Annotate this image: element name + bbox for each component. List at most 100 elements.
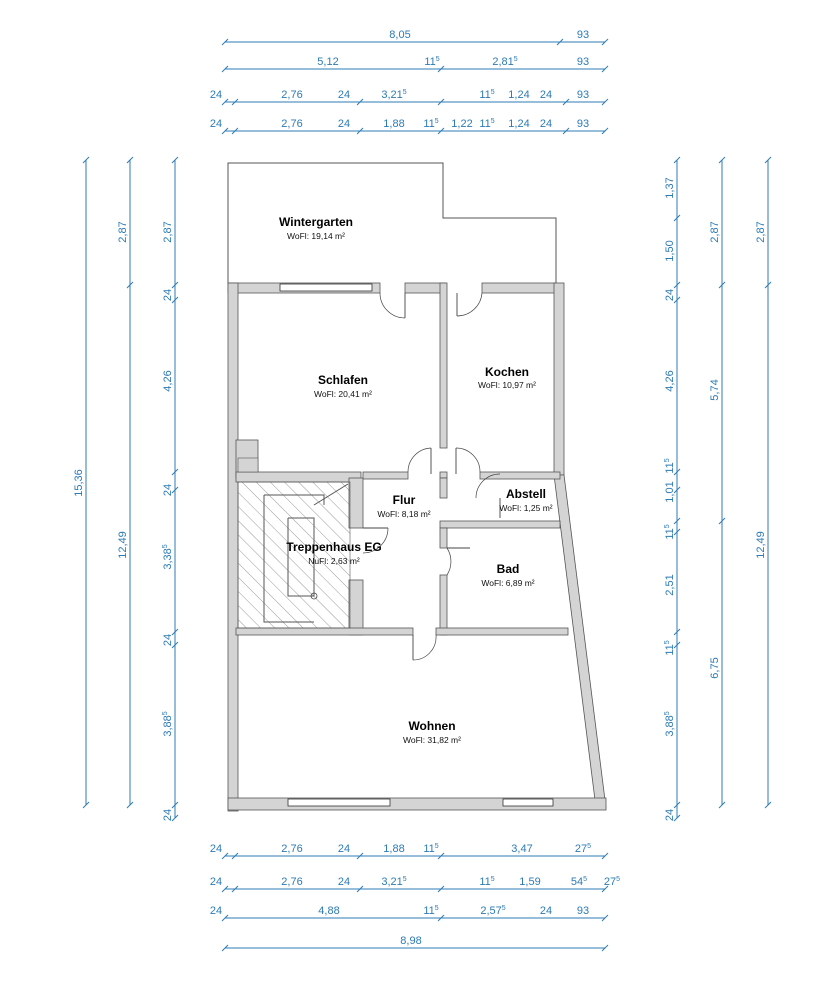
bottom_row3-label-4: 24 [540,905,552,917]
top_row2-label-2: 2,815 [492,56,517,68]
room-abstell-name: Abstell [506,487,546,501]
room-schlafen-area: WoFl: 20,41 m² [314,389,372,399]
right_col3-label-1: 12,49 [755,531,767,559]
bottom_row2-tick-4 [601,885,609,893]
right_col1-tick-0 [673,156,681,164]
top_row3-tick-2 [356,98,364,106]
room-kochen-name: Kochen [485,365,529,379]
right_col3-tick-2 [764,801,772,809]
bottom_row1-tick-1 [231,852,239,860]
bottom_row3-label-5: 93 [577,905,589,917]
right_col2-label-1: 5,74 [709,379,721,400]
bottom_row1-label-4: 115 [423,843,438,855]
left_col3-label-2: 4,26 [162,370,174,391]
room-bad-area: WoFl: 6,89 m² [481,578,534,588]
room-abstell-area: WoFl: 1,25 m² [499,503,552,513]
stair-start-icon [310,592,318,600]
doors [362,292,501,661]
top_row3-label-1: 2,76 [281,89,302,101]
left_col3-label-5: 24 [162,634,174,646]
room-bad-name: Bad [497,562,520,576]
top_row1-tick-2 [601,38,609,46]
bottom_row4-tick-1 [601,944,609,952]
bottom_row1-tick-4 [601,852,609,860]
room-schlafen-name: Schlafen [318,373,368,387]
bottom_row2-label-3: 3,215 [381,876,406,888]
window-wohnen-left [287,798,391,807]
top_row4-label-1: 2,76 [281,118,302,130]
left_col3-tick-4 [171,486,179,494]
top_row4-tick-0 [221,127,229,135]
top_row2-tick-1 [437,65,445,73]
right_col2-tick-3 [718,801,726,809]
bottom_row1-tick-2 [356,852,364,860]
bottom_row2-label-6: 545 [571,876,587,888]
right_col1-tick-3 [673,296,681,304]
right_col1-tick-10 [673,801,681,809]
bottom_row3-label-2: 115 [423,905,438,917]
bottom_row4-tick-0 [221,944,229,952]
top_row3-label-3: 3,215 [381,89,406,101]
bottom_row2-label-5: 1,59 [519,876,540,888]
bottom_row3-tick-0 [221,914,229,922]
right_col1-label-3: 4,26 [664,370,676,391]
room-treppenhaus-name: Treppenhaus EG [286,540,381,554]
top_row4-label-5: 1,22 [451,118,472,130]
left_col3-tick-5 [171,628,179,636]
left_col3-label-3: 24 [162,484,174,496]
left_col1-label-0: 15,36 [73,469,85,497]
top_row4-tick-2 [356,127,364,135]
left_col2-tick-0 [126,156,134,164]
top_row3-tick-3 [437,98,445,106]
left_col3-tick-2 [171,296,179,304]
bottom_row2-label-2: 24 [338,876,350,888]
top_row1-tick-0 [221,38,229,46]
top_row4-label-8: 24 [540,118,552,130]
right_col1-label-7: 2,51 [664,574,676,595]
room-wohnen-name: Wohnen [408,719,455,733]
bottom_row3-tick-1 [437,914,445,922]
right_col1-label-4: 115 [664,458,676,473]
bottom_row2-label-1: 2,76 [281,876,302,888]
window-schlafen [279,283,373,292]
bottom_row2-tick-1 [231,885,239,893]
top_row2-label-0: 5,12 [317,56,338,68]
left_col3-tick-7 [171,801,179,809]
bottom_row4-label-0: 8,98 [400,935,421,947]
room-wohnen-area: WoFl: 31,82 m² [403,735,461,745]
room-flur-area: WoFl: 8,18 m² [377,509,430,519]
room-flur-name: Flur [393,493,416,507]
bottom_row3-tick-2 [601,914,609,922]
top_row4-tick-5 [601,127,609,135]
left_col3-label-6: 3,885 [162,711,174,736]
top_row3-tick-5 [601,98,609,106]
bottom_row2-tick-0 [221,885,229,893]
top_row3-label-2: 24 [338,89,350,101]
right_col1-tick-2 [673,281,681,289]
right_col1-label-5: 1,01 [664,481,676,502]
stair-hatch [237,481,351,629]
left_col2-label-1: 12,49 [117,531,129,559]
bottom_row3-label-3: 2,575 [480,905,505,917]
top_row4-label-9: 93 [577,118,589,130]
top_row1-label-1: 93 [577,29,589,41]
left_col2-tick-1 [126,281,134,289]
bottom_row1-label-3: 1,88 [383,843,404,855]
bottom_row1-label-1: 2,76 [281,843,302,855]
left_col3-tick-6 [171,641,179,649]
room-kochen-area: WoFl: 10,97 m² [478,380,536,390]
room-wintergarten-area: WoFl: 19,14 m² [287,231,345,241]
top_row3-label-4: 115 [479,89,494,101]
right_col3-tick-0 [764,156,772,164]
room-wintergarten-name: Wintergarten [279,215,353,229]
bottom_row1-label-2: 24 [338,843,350,855]
bottom_row1-label-0: 24 [210,843,222,855]
right_col3-tick-1 [764,281,772,289]
right_col1-tick-4 [673,468,681,476]
right_col2-tick-2 [718,517,726,525]
top_row3-tick-4 [562,98,570,106]
right_col1-tick-9 [673,641,681,649]
top_row4-label-0: 24 [210,118,222,130]
